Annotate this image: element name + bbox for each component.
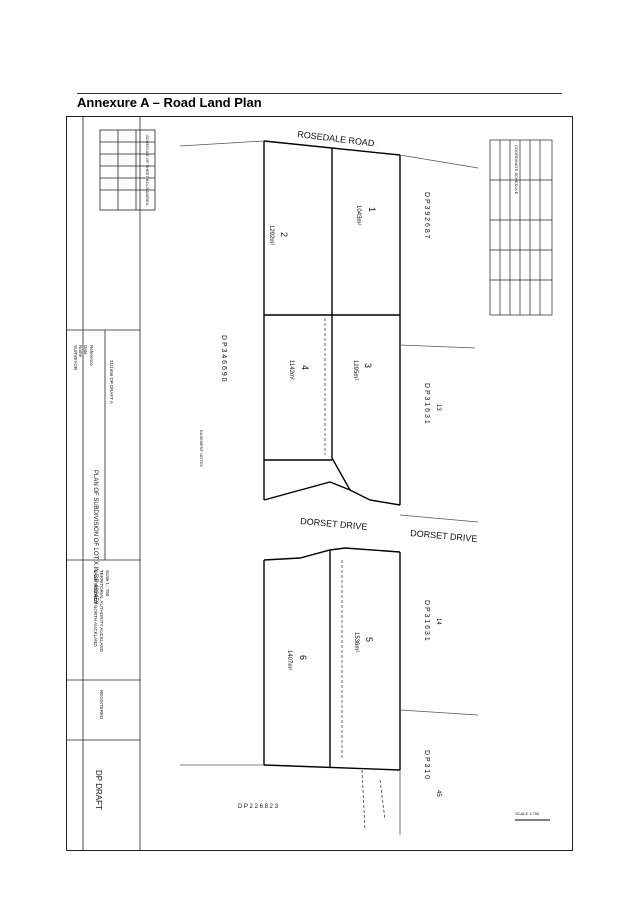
lot-number: 6 [298, 655, 308, 660]
svg-text:EASEMENT NOTES: EASEMENT NOTES [199, 430, 204, 467]
scale-bar: SCALE 1:750 [515, 811, 550, 821]
svg-text:D P 3 4 6 6 9 0: D P 3 4 6 6 9 0 [220, 335, 227, 382]
svg-text:PLAN OF SUBDIVISION OF LOT X I: PLAN OF SUBDIVISION OF LOT X IN DP 49245… [92, 470, 98, 605]
svg-text:D P 2 2 6 8 2 3: D P 2 2 6 8 2 3 [238, 804, 279, 810]
plan-sheet [66, 116, 573, 851]
lot-area: 1292m² [268, 225, 274, 245]
svg-text:COORDINATE SCHEDULE: COORDINATE SCHEDULE [514, 145, 519, 195]
lot-number: 2 [279, 232, 289, 237]
dp-labels: D P 3 9 2 6 8 7 D P 3 1 6 3 1 D P 3 1 6 … [220, 192, 441, 810]
title-block [66, 116, 156, 851]
svg-text:Name: Name [78, 345, 83, 358]
svg-text:REGISTERED: REGISTERED [99, 690, 104, 720]
coordinate-schedule [489, 139, 553, 316]
svg-text:14: 14 [435, 618, 441, 625]
svg-text:Date: Date [83, 345, 88, 355]
lot-area: 1295m² [352, 360, 358, 380]
svg-text:Reference: Reference [89, 345, 94, 366]
svg-text:45: 45 [435, 790, 441, 797]
svg-text:LAND DISTRICT NORTH AUCKLAND: LAND DISTRICT NORTH AUCKLAND [93, 570, 98, 647]
easement-lines [324, 318, 386, 831]
lot-labels: 1 1043m² 2 1292m² 3 1295m² 4 1142m² 5 15… [268, 205, 377, 670]
adjoining-boundaries [179, 140, 479, 835]
road-name-dorset-outer: DORSET DRIVE [410, 528, 478, 544]
svg-text:SCALE 1:750: SCALE 1:750 [515, 811, 540, 816]
lot-number: 5 [364, 637, 374, 642]
lot-area: 1536m² [353, 632, 359, 652]
lot-number: 4 [300, 365, 310, 370]
title-block-text: PLAN OF SUBDIVISION OF LOT X IN DP 49245… [73, 135, 519, 810]
svg-text:D P 3 1 0: D P 3 1 0 [423, 750, 430, 779]
svg-text:D P 3 1 6 3 1: D P 3 1 6 3 1 [423, 383, 430, 424]
parcel-boundaries [263, 140, 401, 771]
lot-number: 1 [367, 207, 377, 212]
page-title: Annexure A – Road Land Plan [77, 95, 262, 110]
svg-text:SURVEYOR: SURVEYOR [73, 345, 78, 371]
svg-text:D P 3 1 6 3 1: D P 3 1 6 3 1 [423, 600, 430, 641]
svg-text:13: 13 [435, 404, 441, 411]
svg-text:D P 3 9 2 6 8 7: D P 3 9 2 6 8 7 [423, 192, 430, 239]
header-rule [77, 93, 562, 94]
lot-area: 1142m² [288, 360, 294, 380]
svg-text:SCHEDULE OF SHEET BOUNDARIES: SCHEDULE OF SHEET BOUNDARIES [145, 135, 150, 206]
lot-area: 1043m² [355, 205, 361, 225]
svg-text:Scale 1 : 750: Scale 1 : 750 [105, 570, 110, 597]
lot-number: 3 [363, 363, 373, 368]
lot-area: 1407m² [286, 650, 292, 670]
svg-text:TERRITORIAL AUTHORITY AUCKLAN: TERRITORIAL AUTHORITY AUCKLAND [99, 570, 104, 653]
svg-text:DP DRAFT: DP DRAFT [94, 770, 103, 810]
road-name-dorset-inner: DORSET DRIVE [300, 516, 368, 532]
svg-text:21/1696 DP DRAFT A: 21/1696 DP DRAFT A [109, 360, 114, 404]
